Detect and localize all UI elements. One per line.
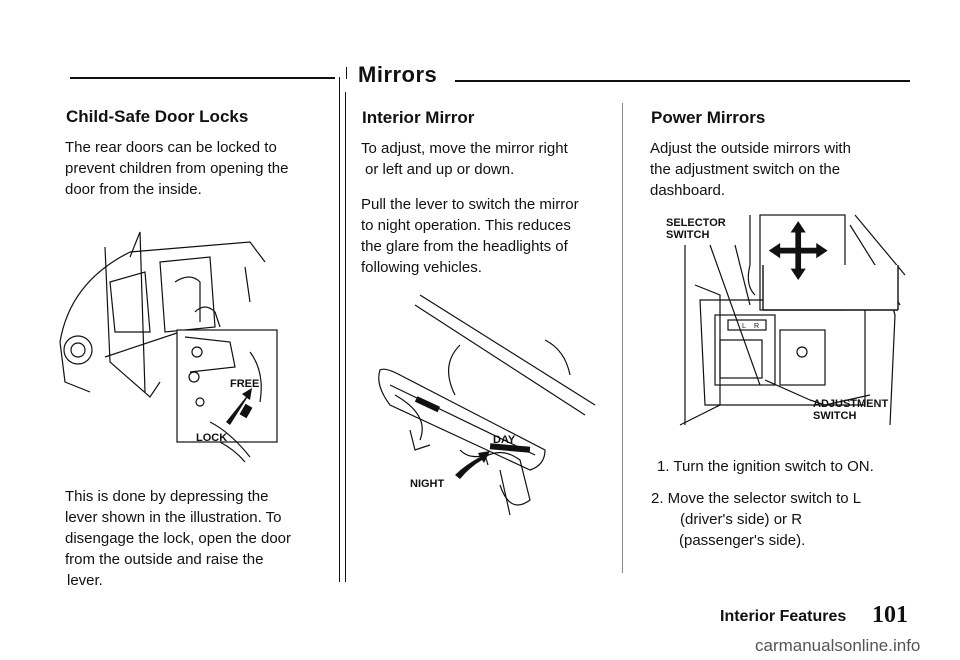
label-night: NIGHT xyxy=(410,478,445,490)
interior-mirror-illustration xyxy=(378,294,596,516)
header-rule-left xyxy=(70,77,335,79)
step-1: 1. Turn the ignition switch to ON. xyxy=(657,458,874,475)
column-divider-left-2 xyxy=(345,92,346,582)
label-free: FREE xyxy=(230,378,260,390)
svg-text:R: R xyxy=(754,323,759,330)
left-body: This is done by depressing the lever sho… xyxy=(65,488,292,589)
label-lock: LOCK xyxy=(196,432,228,444)
heading-interior-mirror: Interior Mirror xyxy=(362,108,475,127)
left-intro: The rear doors can be locked to prevent … xyxy=(65,139,289,198)
header-rule-right xyxy=(455,80,910,82)
column-divider-left xyxy=(339,77,340,582)
footer-section: Interior Features xyxy=(720,608,847,625)
middle-p1: To adjust, move the mirror right or left… xyxy=(361,140,568,178)
page-title: Mirrors xyxy=(358,62,438,87)
door-lock-illustration xyxy=(59,231,278,463)
heading-power-mirrors: Power Mirrors xyxy=(651,108,766,127)
title-tick xyxy=(346,67,347,79)
middle-p2: Pull the lever to switch the mirror to n… xyxy=(361,196,579,276)
step-2-line-3: (passenger's side). xyxy=(679,532,806,549)
heading-child-safe: Child-Safe Door Locks xyxy=(66,107,249,126)
label-selector-switch: SELECTOR SWITCH xyxy=(666,217,726,241)
label-day: DAY xyxy=(493,434,516,446)
watermark[interactable]: carmanualsonline.info xyxy=(755,636,921,655)
step-2: 2. Move the selector switch to L xyxy=(651,490,862,507)
label-adjustment-switch: ADJUSTMENT SWITCH xyxy=(813,398,889,422)
column-divider-right xyxy=(622,103,623,573)
power-mirror-switch-illustration: L R xyxy=(679,214,906,426)
right-intro: Adjust the outside mirrors with the adju… xyxy=(650,140,851,199)
svg-text:L: L xyxy=(742,323,746,330)
page-number: 101 xyxy=(872,602,908,628)
step-2-line-2: (driver's side) or R xyxy=(680,511,803,528)
